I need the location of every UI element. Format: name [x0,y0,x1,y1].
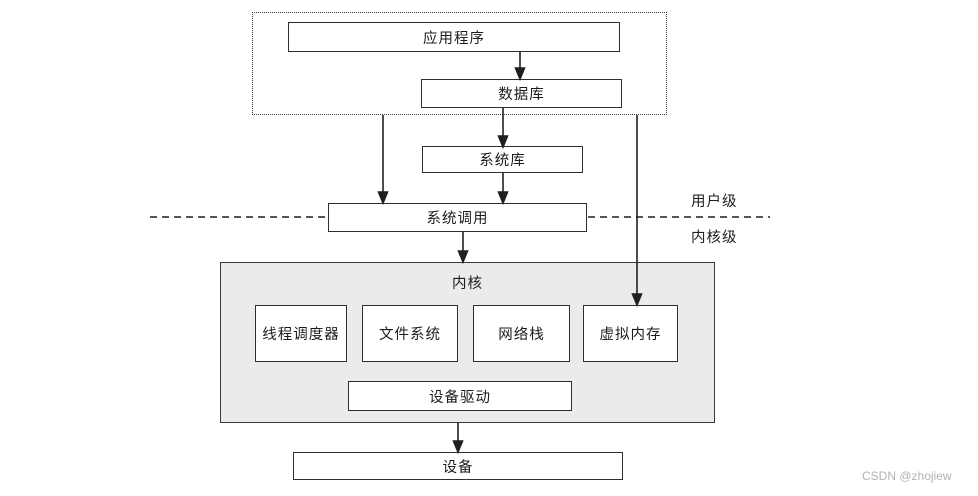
kernel-level-label: 内核级 [691,230,738,246]
node-system-call: 系统调用 [328,203,587,232]
node-application: 应用程序 [288,22,620,52]
arrowhead-syslib-to-syscall [497,191,509,206]
node-device-driver: 设备驱动 [348,381,572,411]
user-level-label: 用户级 [691,194,738,210]
arrowhead-syscall-to-kernel [457,250,469,265]
node-database: 数据库 [421,79,622,108]
arrowhead-kernel-to-device [452,440,464,455]
node-device: 设备 [293,452,623,480]
kernel-title: 内核 [452,276,483,292]
node-network-stack: 网络栈 [473,305,570,362]
node-system-library: 系统库 [422,146,583,173]
node-file-system: 文件系统 [362,305,458,362]
node-virtual-memory: 虚拟内存 [583,305,678,362]
arrowhead-usergroup-to-syscall [377,191,389,206]
user-space-group-border [252,12,667,115]
node-thread-scheduler: 线程调度器 [255,305,347,362]
csdn-watermark: CSDN @zhojiew [862,469,952,483]
